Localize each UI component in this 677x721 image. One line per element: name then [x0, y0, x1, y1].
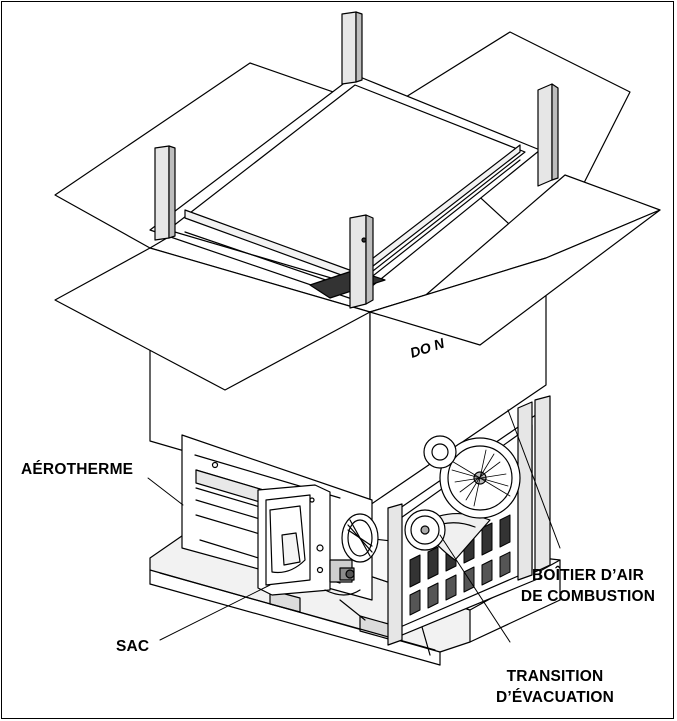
back-fan: [423, 435, 457, 469]
label-exhaust-transition: TRANSITION D’ÉVACUATION: [490, 666, 620, 708]
label-combustion-air-box: BOÎTIER D’AIR DE COMBUSTION: [508, 565, 668, 607]
label-unit-heater-text: AÉROTHERME: [21, 461, 134, 478]
small-blower: [341, 513, 379, 563]
large-fan: [439, 437, 521, 519]
corner-posts: [154, 11, 559, 309]
leader-lines: [147, 409, 561, 643]
gas-piping: [324, 559, 366, 621]
top-panel: [149, 74, 541, 301]
label-unit-heater: AÉROTHERME: [21, 459, 133, 480]
label-combustion-line1: BOÎTIER D’AIR: [532, 567, 644, 584]
label-bag: SAC: [116, 636, 149, 657]
label-combustion-line2: DE COMBUSTION: [520, 588, 656, 605]
bag-box: [257, 484, 331, 596]
label-exhaust-line1: TRANSITION: [506, 668, 604, 685]
medium-fan: [404, 509, 446, 551]
label-bag-text: SAC: [116, 638, 150, 655]
label-exhaust-line2: D’ÉVACUATION: [495, 689, 615, 706]
